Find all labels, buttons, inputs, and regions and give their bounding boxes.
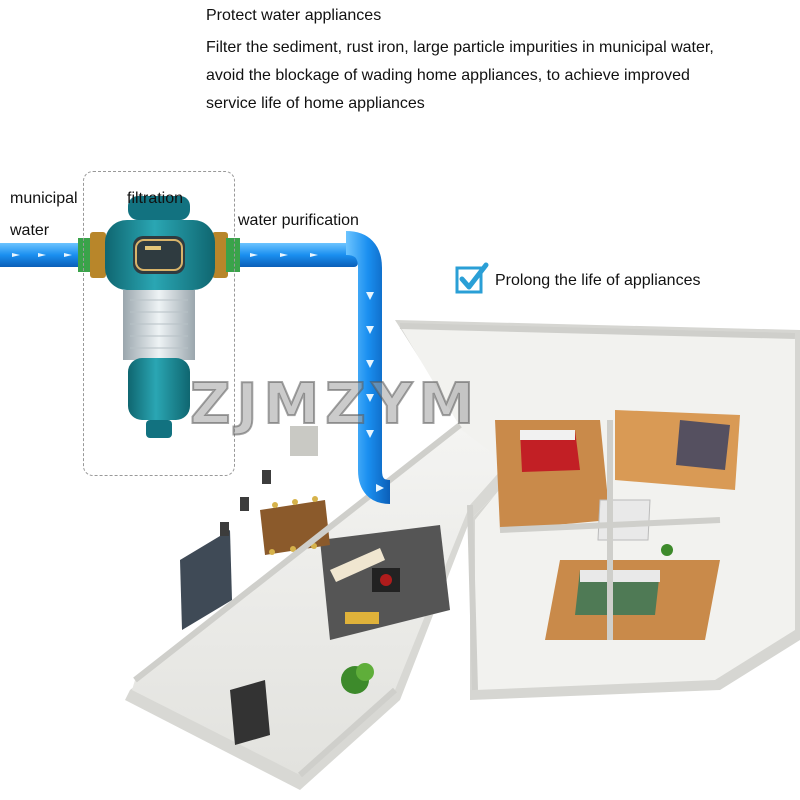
water-pipe [0, 231, 391, 504]
label-water: water [10, 222, 50, 239]
checkbox-check-icon [455, 262, 489, 299]
headline-title: Protect water appliances [206, 7, 382, 24]
label-filtration: filtration [127, 190, 184, 207]
prefilter-device [78, 196, 240, 438]
headline-line-1: Filter the sediment, rust iron, large pa… [206, 39, 714, 56]
headline-block: Protect water appliances Filter the sedi… [206, 6, 786, 118]
floor-plan [125, 320, 800, 790]
headline-line-3: service life of home appliances [206, 95, 425, 112]
headline-line-2: avoid the blockage of wading home applia… [206, 67, 690, 84]
label-water-purification: water purification [238, 212, 359, 229]
benefit-row: Prolong the life of appliances [455, 262, 700, 299]
brand-watermark: ZJMZYM [189, 371, 481, 438]
label-municipal: municipal [10, 190, 78, 207]
filter-outline-box [83, 171, 235, 476]
benefit-text: Prolong the life of appliances [495, 271, 701, 289]
